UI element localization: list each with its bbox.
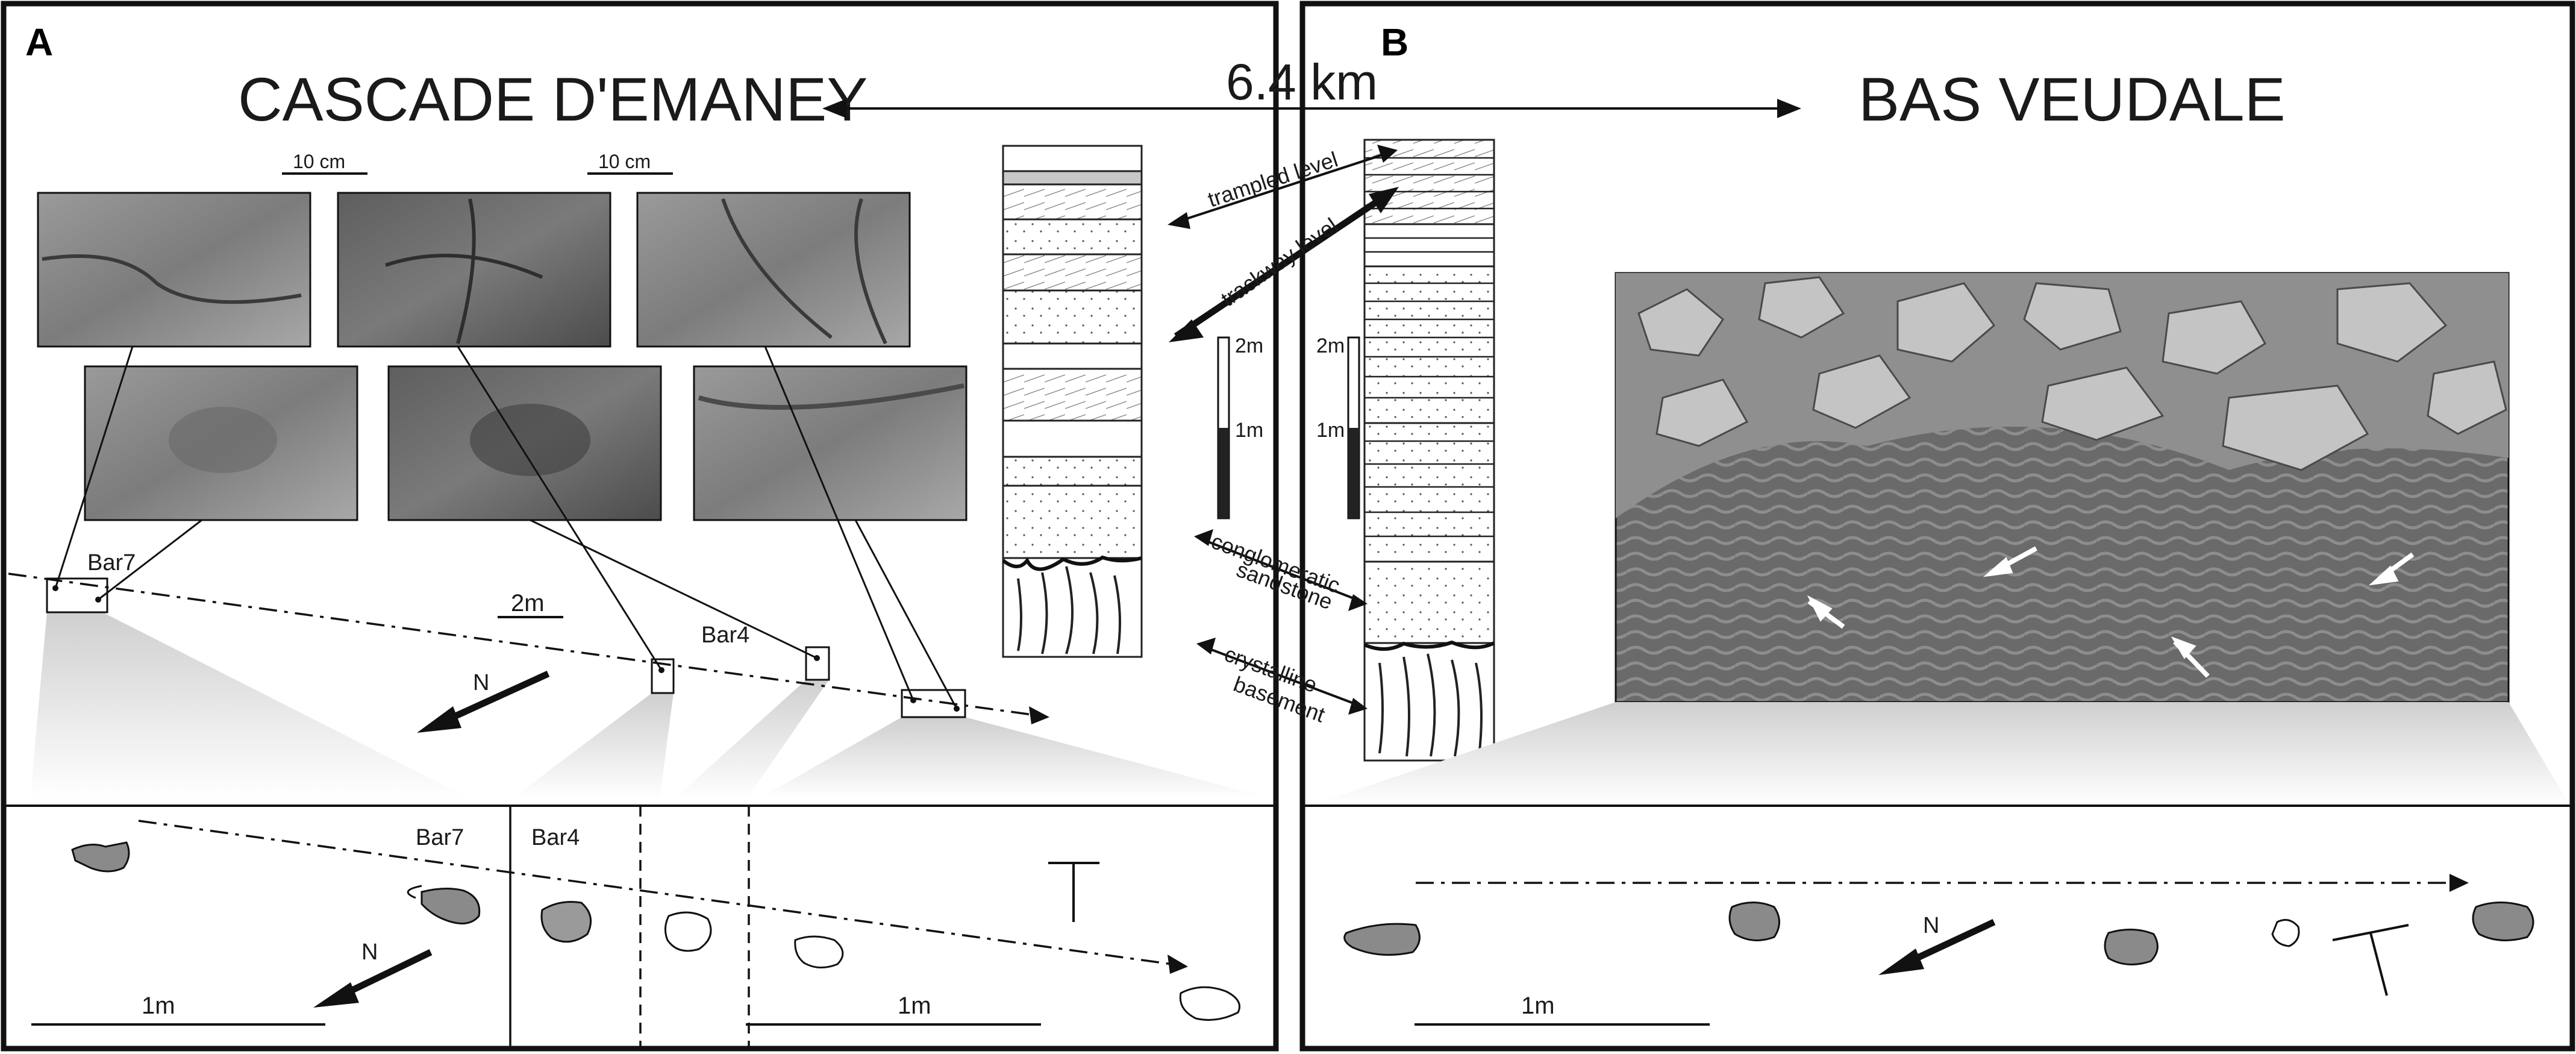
strat-column-left (1002, 145, 1143, 658)
detail-scale-label: 1m (1521, 993, 1555, 1019)
column-scale-left-top: 2m (1235, 334, 1263, 357)
correlation-arrows (1173, 151, 1392, 707)
footprint-outline (2271, 918, 2300, 947)
footprint-impression (470, 404, 590, 476)
footprint-outline (664, 911, 712, 952)
strat-column-right-base (1363, 640, 1495, 651)
detail-scale-label-2: 1m (898, 993, 931, 1019)
projection-fan (759, 717, 1271, 798)
projection-fan (675, 680, 829, 798)
site-photo-projection (1313, 702, 2569, 805)
photo-grid (37, 192, 968, 521)
footprint-outlines (1343, 902, 2534, 965)
site-photo (1615, 272, 2510, 703)
distance-arrow-head-left (822, 99, 846, 118)
leader-lines (54, 346, 958, 709)
north-arrow-head (417, 706, 461, 733)
photo-scale-label-2: 10 cm (598, 151, 651, 172)
detail-trackway-axis-head (1168, 955, 1188, 974)
crack-line (385, 198, 543, 344)
bar4-label: Bar4 (701, 623, 749, 648)
trackway-axis (8, 572, 1042, 717)
footprint-outline (420, 887, 481, 924)
footprint-outline (540, 901, 592, 943)
crack-line (698, 383, 964, 410)
footprint-photo-1 (37, 192, 311, 348)
trackway-level-label: trackway level (1216, 213, 1342, 311)
photo-scale-label-1: 10 cm (293, 151, 345, 172)
detail-bar7-label: Bar7 (416, 825, 464, 850)
detail-scale-label-1: 1m (142, 993, 175, 1019)
panel-a-title: CASCADE D'EMANEY (238, 65, 868, 134)
footprint-outline (71, 841, 130, 873)
panel-a-letter: A (25, 20, 53, 64)
panel-b-title: BAS VEUDALE (1859, 65, 2286, 134)
bar7-label: Bar7 (87, 550, 136, 576)
footprint-impression (169, 407, 277, 473)
crack-line (721, 198, 887, 345)
crack-line (42, 254, 302, 304)
footprint-photo-6 (693, 365, 968, 521)
detail-north-arrow-head (313, 982, 359, 1008)
strat-column-left-base (1002, 555, 1142, 571)
t-marker (2332, 924, 2409, 996)
bar4-box-2 (805, 646, 830, 681)
panel-b-frame (1299, 1, 2575, 1052)
detail-trackway-axis-head (2449, 874, 2469, 892)
correlation-arrow-heads (1168, 145, 1399, 715)
footprint-photo-3 (636, 192, 911, 348)
map-scale-label: 2m (511, 590, 545, 616)
trackway-axis-head (1029, 706, 1049, 724)
column-scale-right-fill (1348, 428, 1359, 518)
bar7-box (46, 577, 108, 613)
north-arrow (438, 670, 550, 727)
footprint-outline (1179, 986, 1240, 1021)
footprint-outline (2104, 928, 2159, 965)
detail-north-label: N (361, 940, 378, 965)
projection-fan (512, 693, 674, 798)
panel-b-letter: B (1381, 20, 1408, 64)
distance-arrow-head-right (1777, 99, 1801, 118)
detail-bar4-label: Bar4 (531, 825, 580, 850)
column-scale-right-top: 2m (1316, 334, 1345, 357)
footprint-outline (407, 885, 422, 899)
trampled-level-label: trampled level (1205, 146, 1341, 212)
footprint-outline (1343, 923, 1421, 956)
bar4-box-1 (651, 658, 675, 694)
photo-arrows (1807, 546, 2415, 678)
distance-label: 6.4 km (1226, 54, 1378, 110)
footprint-outline (2472, 902, 2534, 941)
column-scale-right-mid: 1m (1316, 419, 1345, 442)
footprint-outlines (71, 841, 1240, 1021)
column-scale-left-mid: 1m (1235, 419, 1263, 442)
column-scale-left-fill (1218, 428, 1229, 518)
bar4-box-3 (901, 689, 966, 718)
footprint-outline (794, 935, 844, 968)
footprint-outline (1728, 902, 1780, 941)
detail-trackway-axis (138, 820, 1181, 967)
t-marker (1048, 862, 1099, 922)
projection-fan (30, 612, 470, 798)
strat-column-right (1363, 139, 1495, 762)
north-label: N (473, 670, 489, 695)
detail-north-arrow-head (1878, 949, 1924, 975)
detail-north-label: N (1923, 913, 1939, 938)
